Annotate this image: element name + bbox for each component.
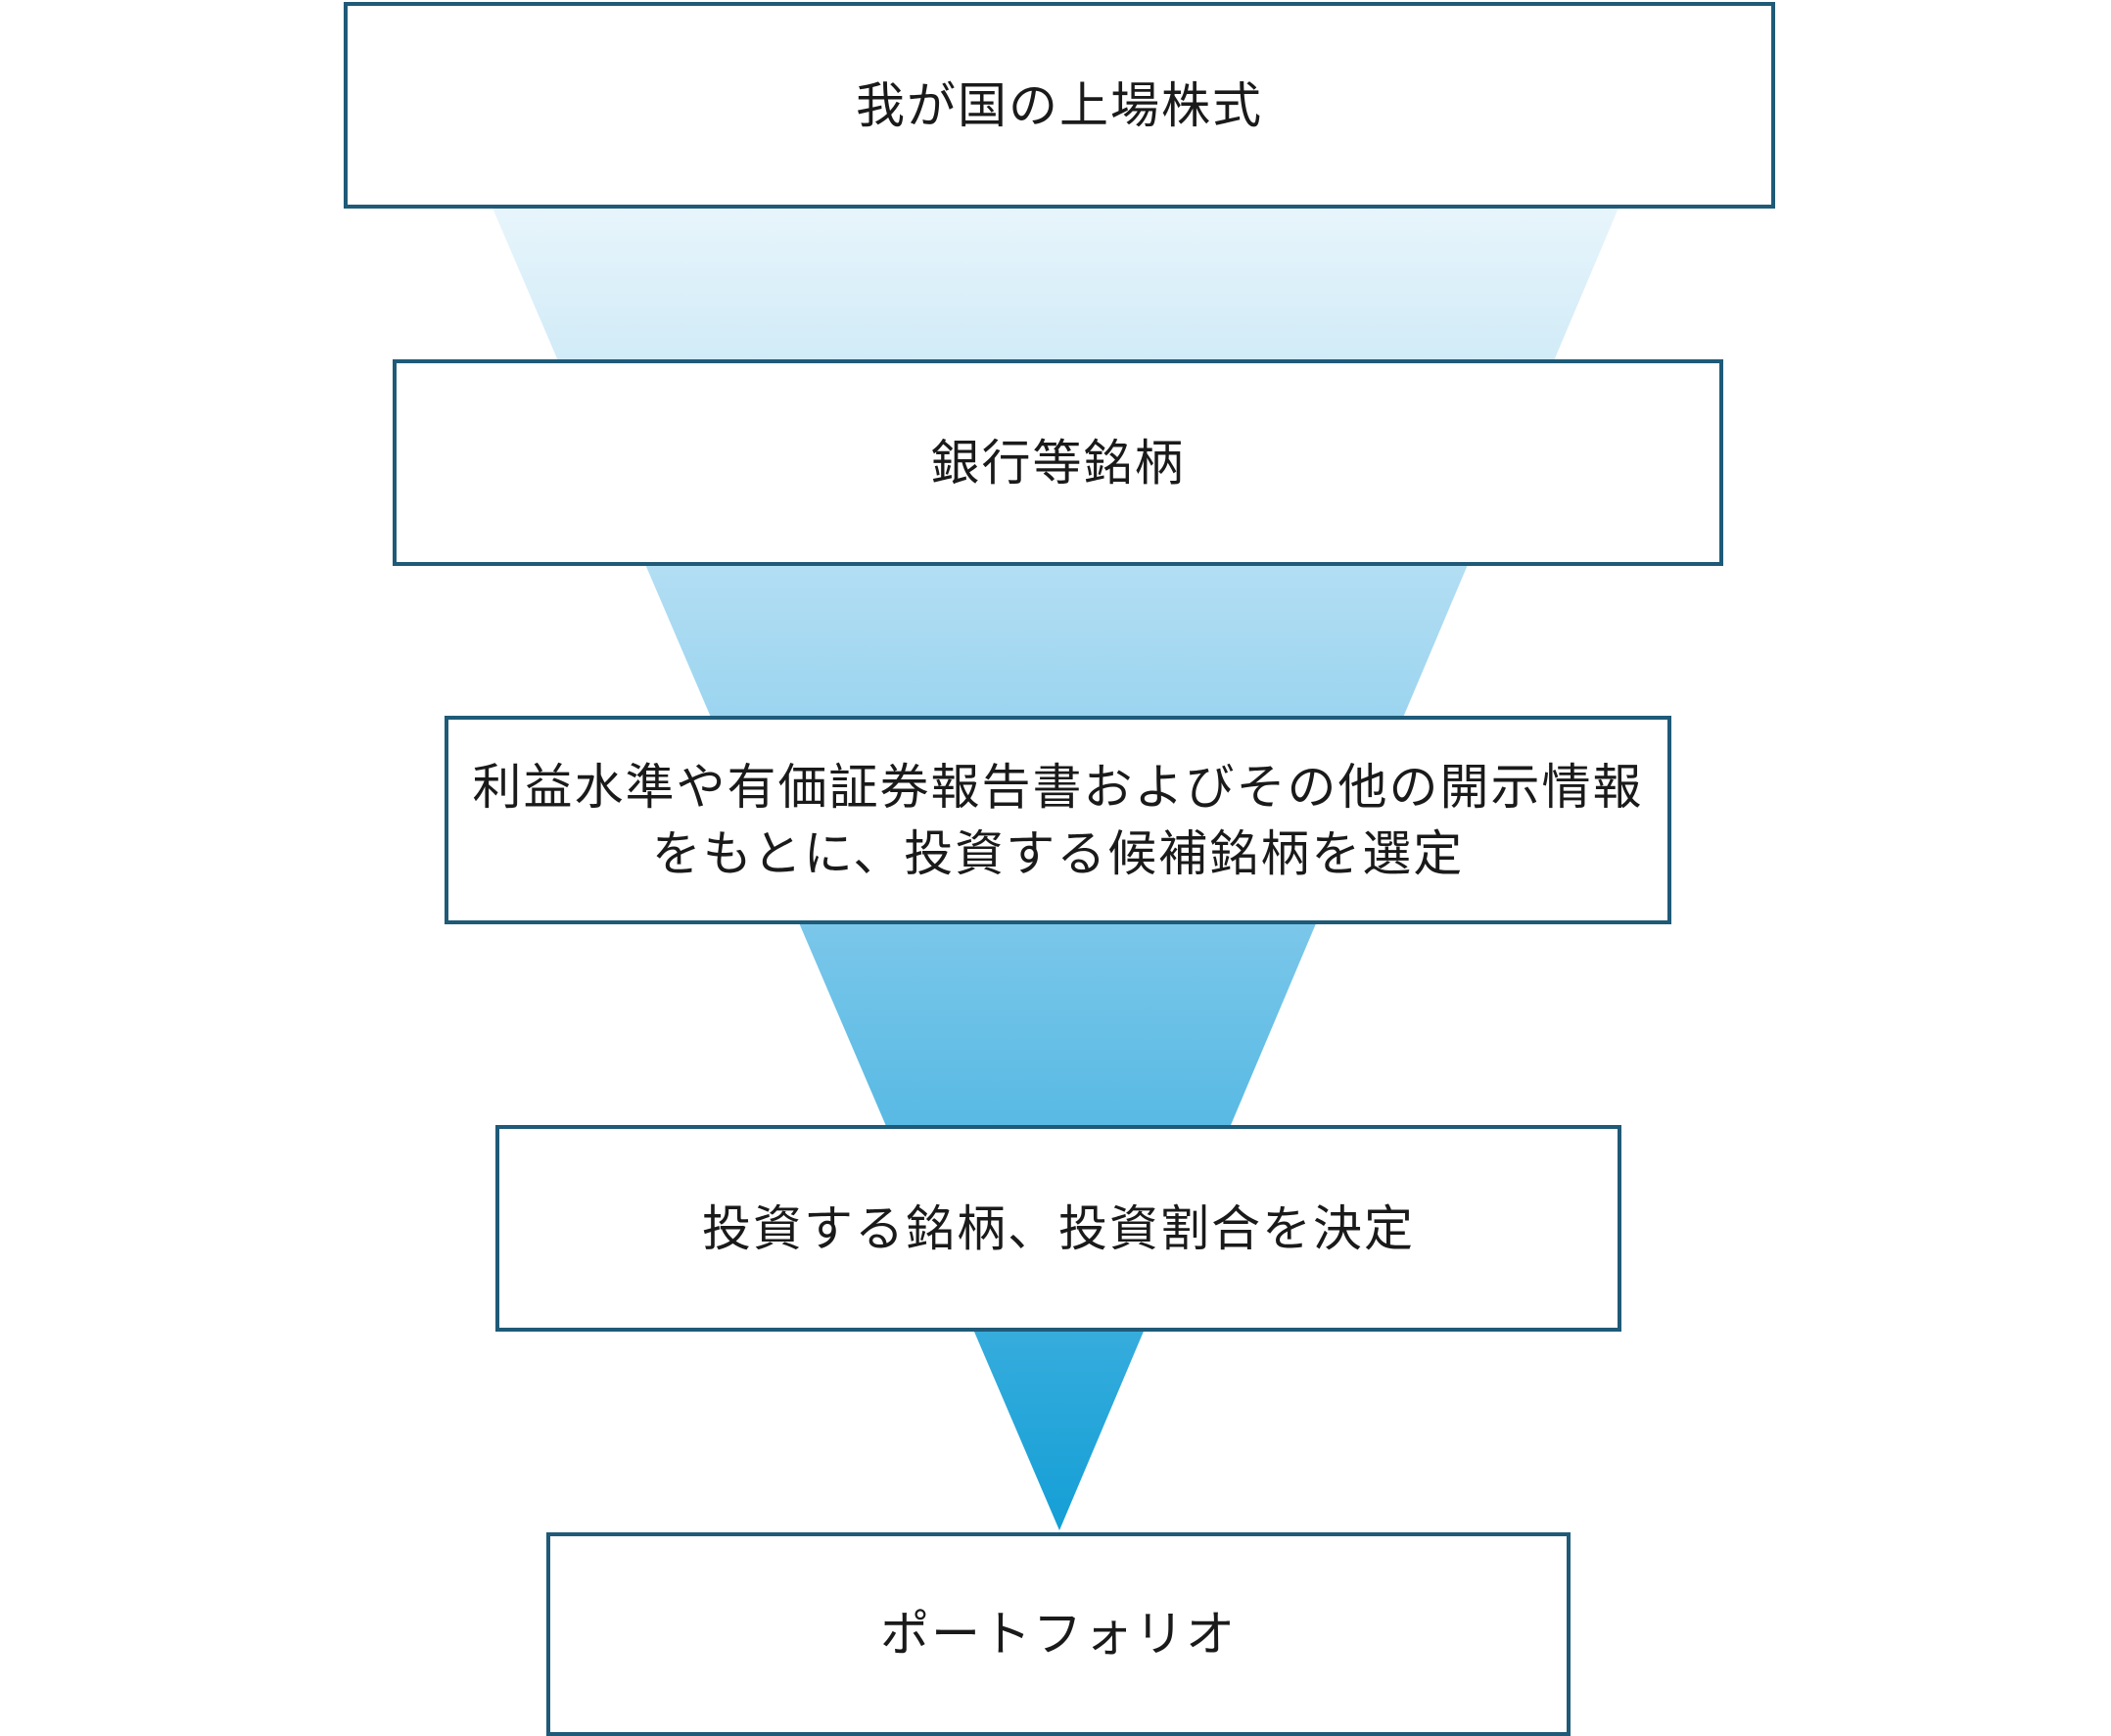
- stage-label-5: ポートフォリオ: [880, 1606, 1237, 1663]
- stage-label-4: 投資する銘柄、投資割合を決定: [702, 1199, 1415, 1257]
- stage-portfolio: ポートフォリオ: [546, 1532, 1571, 1736]
- stage-candidate-selection: 利益水準や有価証券報告書およびその他の開示情報をもとに、投資する候補銘柄を選定: [445, 716, 1671, 924]
- stage-label-3: 利益水準や有価証券報告書およびその他の開示情報をもとに、投資する候補銘柄を選定: [472, 758, 1644, 882]
- stage-listed-stocks: 我が国の上場株式: [344, 2, 1775, 209]
- stage-label-2: 銀行等銘柄: [930, 434, 1186, 492]
- stage-weight-decision: 投資する銘柄、投資割合を決定: [495, 1125, 1621, 1332]
- stage-bank-stocks: 銀行等銘柄: [393, 359, 1723, 566]
- stage-label-1: 我が国の上場株式: [856, 76, 1263, 134]
